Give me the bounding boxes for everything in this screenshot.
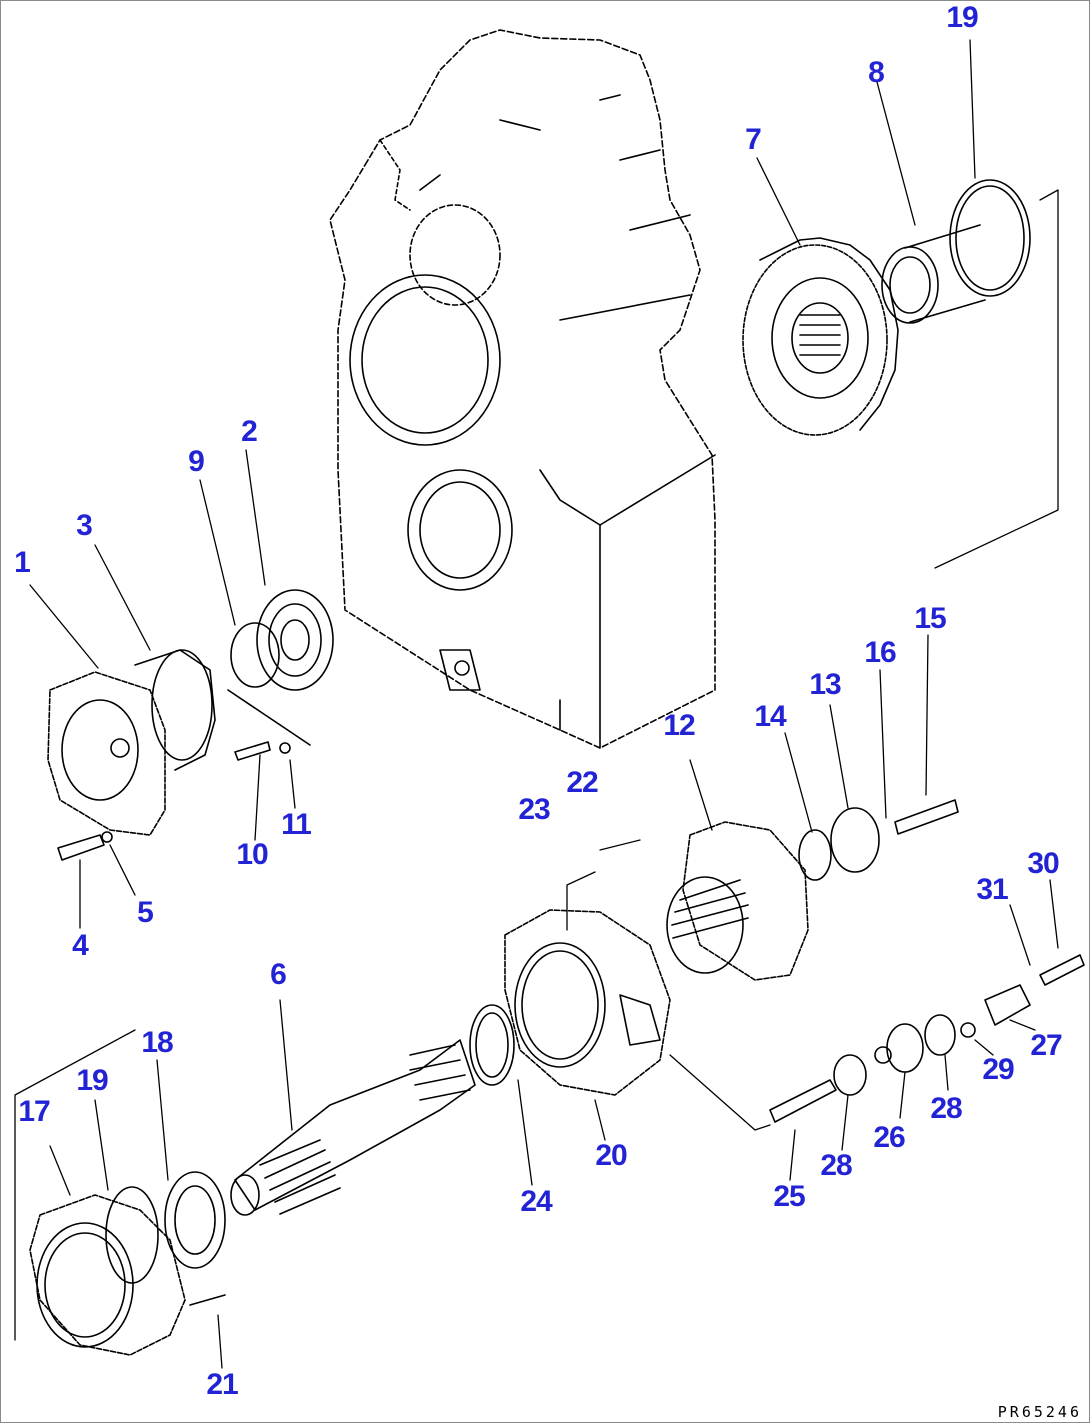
part-callout-7[interactable]: 7 xyxy=(745,123,762,156)
part-callout-10[interactable]: 10 xyxy=(236,838,268,871)
part-callout-9[interactable]: 9 xyxy=(188,445,205,478)
flange-12 xyxy=(666,799,959,981)
part-callout-29[interactable]: 29 xyxy=(982,1053,1014,1086)
transmission-case xyxy=(329,29,716,749)
part-callout-22[interactable]: 22 xyxy=(566,766,598,799)
part-callout-2[interactable]: 2 xyxy=(241,415,258,448)
part-callout-6[interactable]: 6 xyxy=(270,958,287,991)
small-fasteners xyxy=(57,741,291,861)
part-callout-5[interactable]: 5 xyxy=(137,896,154,929)
sleeve-8 xyxy=(881,179,1031,324)
part-callout-30[interactable]: 30 xyxy=(1027,847,1059,880)
part-callout-17[interactable]: 17 xyxy=(18,1095,50,1128)
part-callout-26[interactable]: 26 xyxy=(873,1121,905,1154)
part-callout-12[interactable]: 12 xyxy=(663,709,695,742)
part-callout-31[interactable]: 31 xyxy=(976,873,1008,906)
gear-7 xyxy=(742,237,899,436)
part-callout-18[interactable]: 18 xyxy=(141,1026,173,1059)
part-callout-1[interactable]: 1 xyxy=(14,546,31,579)
part-callout-16[interactable]: 16 xyxy=(864,636,896,669)
housing-20 xyxy=(469,909,671,1096)
part-callout-28-right[interactable]: 28 xyxy=(930,1092,962,1125)
part-callout-15[interactable]: 15 xyxy=(914,602,946,635)
part-callout-28-left[interactable]: 28 xyxy=(820,1149,852,1182)
output-shaft-6 xyxy=(230,1039,476,1216)
part-callout-4[interactable]: 4 xyxy=(72,929,89,962)
part-callout-24[interactable]: 24 xyxy=(520,1185,552,1218)
drawing-code: PR65246 xyxy=(997,1403,1082,1421)
part-callout-23[interactable]: 23 xyxy=(518,793,550,826)
cover-1 xyxy=(47,649,216,836)
part-callout-21[interactable]: 21 xyxy=(206,1368,238,1401)
part-callout-19-top[interactable]: 19 xyxy=(946,1,978,34)
part-callout-25[interactable]: 25 xyxy=(773,1180,805,1213)
part-callout-11[interactable]: 11 xyxy=(281,808,312,841)
part-callout-13[interactable]: 13 xyxy=(809,668,841,701)
housing-17 xyxy=(29,1171,226,1356)
part-callout-19-bottom[interactable]: 19 xyxy=(76,1064,108,1097)
part-callout-14[interactable]: 14 xyxy=(754,700,786,733)
bearing-2 xyxy=(227,589,334,746)
part-callout-27[interactable]: 27 xyxy=(1030,1029,1062,1062)
sensor-parts xyxy=(769,954,1085,1123)
leader-lines xyxy=(14,39,1059,1369)
part-callout-8[interactable]: 8 xyxy=(868,56,885,89)
part-callout-3[interactable]: 3 xyxy=(76,509,93,542)
part-callout-20[interactable]: 20 xyxy=(595,1139,627,1172)
